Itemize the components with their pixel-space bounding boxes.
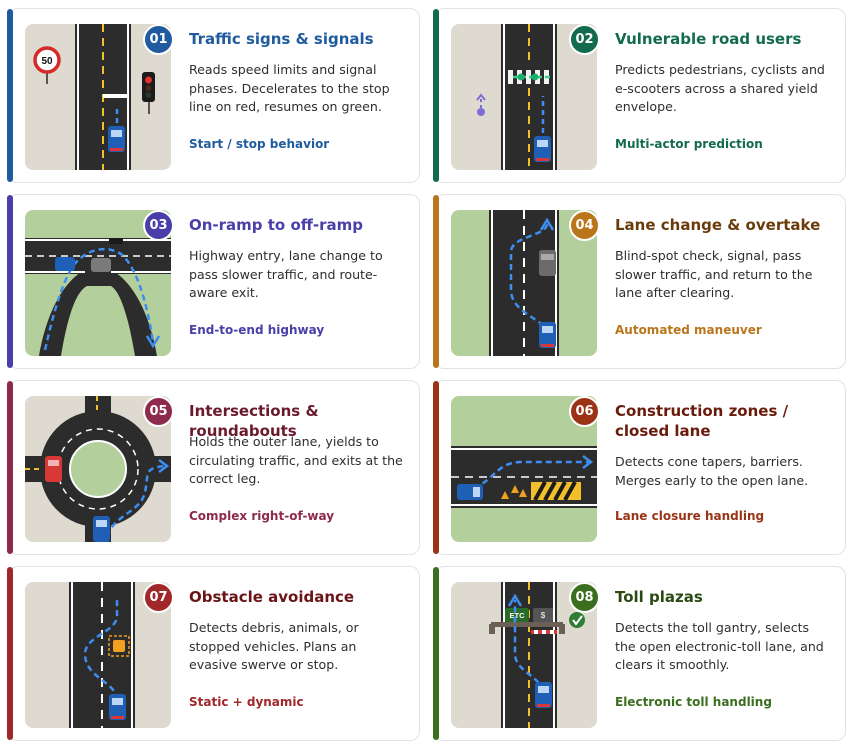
card-number-badge: 08 [569,582,600,613]
card-tag: Automated maneuver [615,323,762,337]
cash-lane-sign: $ [541,611,546,620]
card-number-badge: 05 [143,396,174,427]
card-number-badge: 07 [143,582,174,613]
card-tag: Start / stop behavior [189,137,330,151]
feature-card-vulnerable-users[interactable]: 02 Vulnerable road users Predicts pedest… [433,8,846,183]
card-description: Holds the outer lane, yields to circulat… [189,434,403,486]
card-title: Toll plazas [615,588,703,606]
overtake-illustration [451,210,597,356]
accent-bar [7,381,13,554]
card-description: Detects debris, animals, or stopped vehi… [189,620,359,672]
card-tag: Static + dynamic [189,695,304,709]
card-tag: Electronic toll handling [615,695,772,709]
card-description: Highway entry, lane change to pass slowe… [189,248,383,300]
card-tag: Lane closure handling [615,509,765,523]
card-title: Obstacle avoidance [189,588,355,606]
accent-bar [433,9,439,182]
card-title: On-ramp to off-ramp [189,216,364,234]
feature-card-roundabout[interactable]: 05 Intersections & roundabouts Holds the… [7,380,420,555]
card-title: Construction zones / closed lane [615,402,789,440]
card-tag: End-to-end highway [189,323,325,337]
card-number-badge: 01 [143,24,174,55]
feature-card-obstacle[interactable]: 07 Obstacle avoidance Detects debris, an… [7,566,420,741]
card-description: Blind-spot check, signal, pass slower tr… [615,248,813,300]
accent-bar [433,567,439,740]
feature-card-overtake[interactable]: 04 Lane change & overtake Blind-spot che… [433,194,846,369]
card-tag: Complex right-of-way [189,509,335,523]
card-number-badge: 04 [569,210,600,241]
card-title: Lane change & overtake [615,216,821,234]
accent-bar [7,195,13,368]
card-description: Detects cone tapers, barriers. Merges ea… [615,454,809,488]
card-description: Predicts pedestrians, cyclists and e-sco… [615,62,825,114]
accent-bar [433,381,439,554]
accent-bar [433,195,439,368]
card-number-badge: 02 [569,24,600,55]
feature-card-toll[interactable]: ETC $ 08 Toll plazas Detects the toll ga… [433,566,846,741]
card-number-badge: 06 [569,396,600,427]
accent-bar [7,567,13,740]
feature-card-highway-ramp[interactable]: 03 On-ramp to off-ramp Highway entry, la… [7,194,420,369]
toll-lane-sign: ETC [510,611,526,620]
feature-card-traffic-signals[interactable]: 50 01 Traffic signs & signals Reads spee… [7,8,420,183]
card-tag: Multi-actor prediction [615,137,763,151]
card-title: Vulnerable road users [615,30,802,48]
card-title: Intersections & roundabouts [189,402,319,440]
card-number-badge: 03 [143,210,174,241]
speed-limit-value: 50 [41,56,53,67]
accent-bar [7,9,13,182]
card-description: Reads speed limits and signal phases. De… [189,62,390,114]
card-title: Traffic signs & signals [189,30,374,48]
roundabout-illustration [25,396,171,542]
feature-card-construction[interactable]: 06 Construction zones / closed lane Dete… [433,380,846,555]
card-description: Detects the toll gantry, selects the ope… [615,620,824,672]
